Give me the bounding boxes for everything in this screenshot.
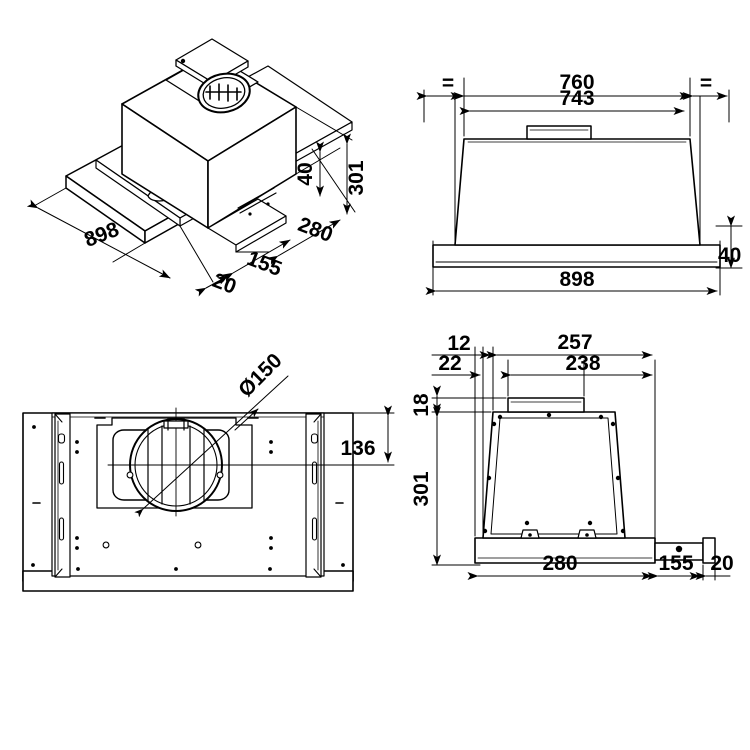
side-rivets [482, 412, 626, 534]
front-dim-equal-left: = [442, 72, 454, 95]
plan-left-rail [54, 413, 71, 578]
front-duct-collar [526, 125, 592, 140]
side-mounting-clips [520, 529, 597, 539]
front-dimension-lines [416, 77, 743, 296]
iso-dim-155: 155 [244, 247, 285, 281]
side-dim-238: 238 [565, 352, 600, 375]
side-dim-301: 301 [410, 471, 433, 506]
iso-duct-outlet [197, 72, 251, 114]
iso-dim-280: 280 [295, 213, 336, 247]
front-dim-equal-right: = [700, 72, 712, 95]
view-side-section: 12 22 257 238 18 301 280 155 20 [410, 331, 734, 581]
plan-fixing-holes [31, 425, 345, 571]
plan-dim-136: 136 [340, 437, 375, 460]
side-duct-collar [507, 397, 585, 413]
view-bottom-plan: 136 Ø150 [22, 349, 395, 592]
side-dim-280: 280 [542, 552, 577, 575]
plan-right-rail [305, 413, 322, 578]
iso-dim-301: 301 [345, 160, 368, 195]
side-dim-18: 18 [410, 393, 433, 417]
side-dim-155: 155 [658, 552, 693, 575]
plan-dimension-lines [134, 375, 395, 518]
iso-dimension-lines [26, 106, 356, 297]
side-pullout-drawer [654, 537, 716, 564]
iso-damper-vanes [205, 83, 242, 102]
plan-slot-marks [32, 417, 344, 504]
plan-duct-opening [107, 407, 354, 517]
side-dim-20: 20 [710, 552, 733, 575]
iso-dim-20: 20 [209, 269, 239, 299]
front-dim-898: 898 [559, 268, 594, 291]
front-base-slab [432, 244, 721, 268]
view-front-elevation: 760 743 = = 898 40 [416, 71, 743, 296]
iso-dim-40: 40 [294, 162, 317, 185]
front-dim-743: 743 [559, 87, 594, 110]
plan-duct-clamp [163, 418, 189, 431]
side-dim-257: 257 [557, 331, 592, 354]
plan-open-holes [102, 471, 224, 549]
front-body [454, 138, 701, 246]
side-dimension-lines [431, 346, 731, 581]
plan-dim-diameter: Ø150 [234, 349, 287, 402]
front-dim-40: 40 [718, 244, 741, 267]
front-dim-760: 760 [559, 71, 594, 94]
view-isometric: 898 20 155 280 301 40 [26, 38, 368, 299]
side-dim-12: 12 [447, 332, 470, 355]
side-dim-22: 22 [438, 352, 461, 375]
side-body [482, 411, 626, 539]
